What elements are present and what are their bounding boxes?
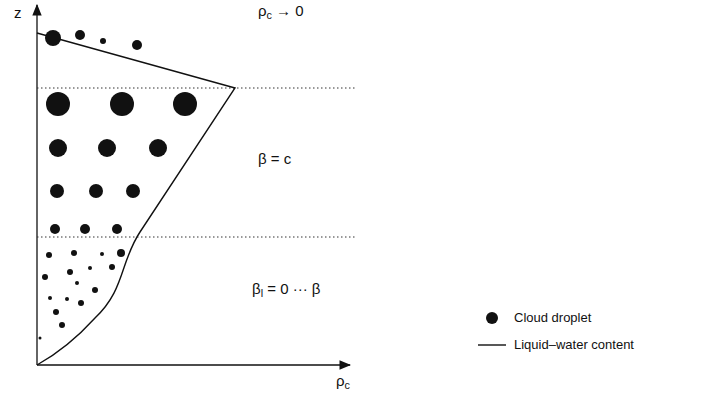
- cloud-droplet: [92, 287, 98, 293]
- axis-label: ρc: [336, 372, 350, 390]
- layer-boundary: [37, 88, 355, 89]
- cloud-droplet: [46, 252, 52, 258]
- cloud-droplet: [78, 300, 84, 306]
- legend-droplet-sample: [486, 312, 498, 324]
- cloud-droplet: [45, 30, 61, 46]
- legend-line-sample: [478, 344, 506, 345]
- cloud-droplet: [98, 139, 116, 157]
- cloud-droplet: [88, 266, 92, 270]
- cloud-droplet: [109, 264, 115, 270]
- rho-axis: [37, 364, 350, 365]
- cloud-droplet: [110, 92, 134, 116]
- axis-label: z: [14, 4, 22, 22]
- cloud-droplet: [50, 184, 64, 198]
- cloud-droplet: [132, 40, 142, 50]
- cloud-droplet: [149, 139, 167, 157]
- cloud-droplet: [89, 184, 103, 198]
- legend-text: Cloud droplet: [514, 310, 591, 326]
- cloud-droplet: [48, 296, 52, 300]
- cloud-droplet: [100, 38, 106, 44]
- cloud-droplet: [75, 281, 79, 285]
- cloud-droplet: [42, 274, 48, 280]
- cloud-droplet: [80, 224, 90, 234]
- cloud-droplet: [53, 309, 59, 315]
- cloud-droplet: [75, 30, 85, 40]
- cloud-droplet: [67, 269, 73, 275]
- cloud-droplet: [50, 224, 60, 234]
- cloud-droplet: [49, 139, 67, 157]
- region-label: ρc → 0: [258, 2, 304, 20]
- cloud-droplet: [126, 184, 140, 198]
- cloud-droplet: [71, 250, 77, 256]
- layer-boundary: [37, 237, 355, 238]
- cloud-droplet: [46, 92, 70, 116]
- region-label: β = c: [258, 150, 291, 168]
- region-label: βl = 0 ··· β: [252, 280, 320, 298]
- cloud-droplet: [59, 322, 65, 328]
- cloud-droplet: [112, 224, 122, 234]
- cloud-droplet: [173, 92, 197, 116]
- cloud-droplet: [39, 337, 42, 340]
- cloud-droplet: [65, 297, 69, 301]
- legend-text: Liquid–water content: [514, 337, 634, 353]
- cloud-droplet: [100, 252, 104, 256]
- z-axis: [36, 5, 37, 365]
- cloud-droplet: [117, 249, 125, 257]
- lwc-profile: [37, 33, 235, 365]
